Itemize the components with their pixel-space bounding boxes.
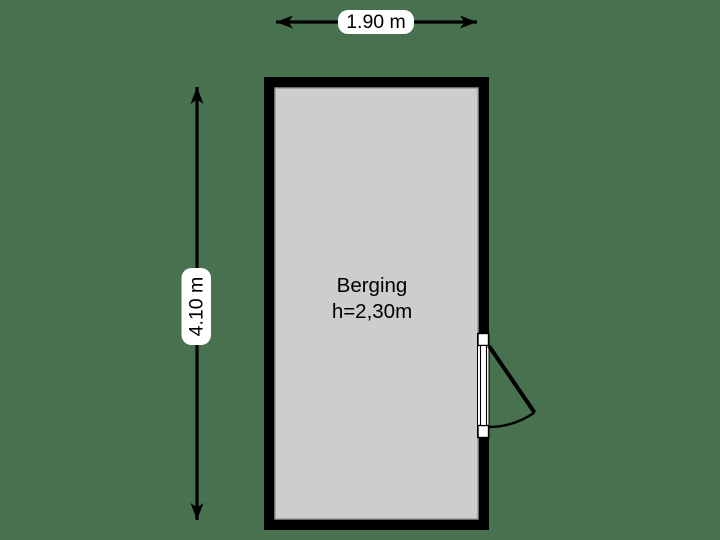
height-dimension-label: 4.10 m [186, 277, 208, 337]
door-jamb-top [477, 332, 490, 347]
width-dimension-arrowhead-left [276, 15, 293, 29]
width-dimension-label: 1.90 m [346, 11, 406, 33]
width-dimension-label-box [338, 10, 414, 34]
room-floor [274, 87, 479, 520]
door [477, 332, 537, 439]
door-jamb-bottom [477, 424, 490, 439]
room [264, 77, 489, 530]
room-label: Berging h=2,30m [332, 274, 412, 323]
room-ceiling-height-label: h=2,30m [332, 300, 412, 323]
door-leaf [479, 344, 488, 427]
width-dimension-arrowhead-right [460, 15, 477, 29]
width-dimension: 1.90 m [276, 10, 477, 34]
door-swing-arc [488, 411, 536, 429]
door-open-leaf-line [487, 344, 537, 414]
height-dimension-arrowhead-top [190, 87, 204, 104]
room-name-label: Berging [337, 274, 408, 297]
height-dimension: 4.10 m [181, 87, 211, 520]
height-dimension-label-box [181, 268, 211, 345]
height-dimension-arrowhead-bottom [190, 503, 204, 520]
